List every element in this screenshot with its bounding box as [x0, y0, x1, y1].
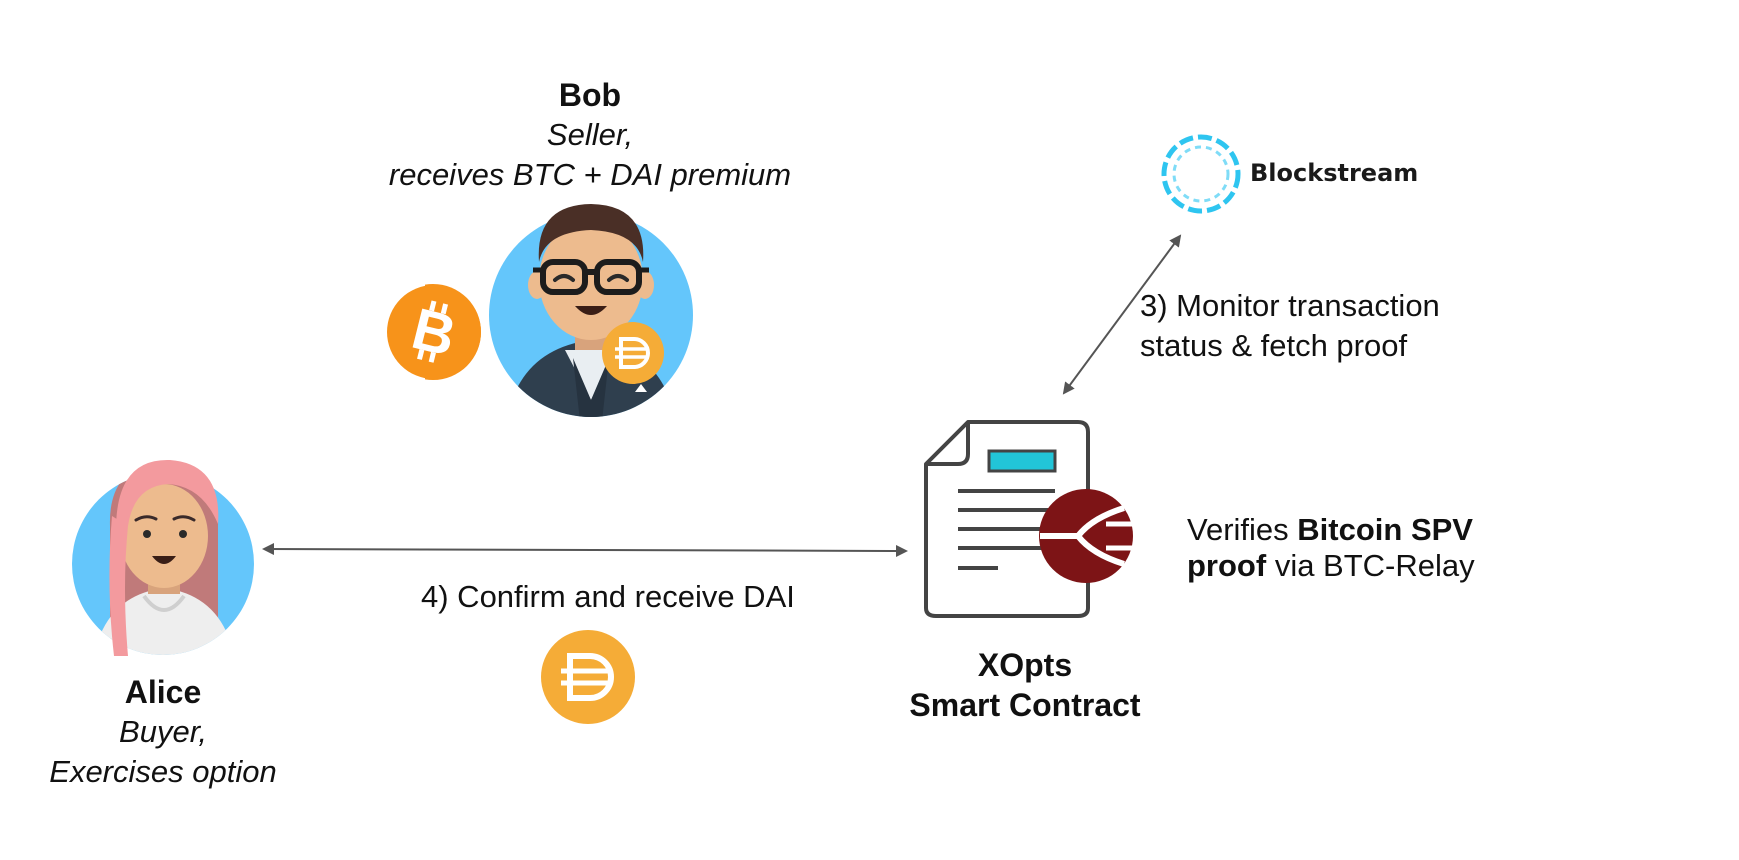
bob-role-line1: Seller, — [546, 117, 634, 152]
xopts-logo-icon — [1039, 489, 1134, 583]
bitcoin-icon: B — [387, 285, 481, 379]
dai-icon — [541, 630, 635, 724]
step-monitor-line1: 3) Monitor transaction — [1140, 288, 1440, 323]
bob-name: Bob — [558, 77, 622, 113]
contract-label: XOpts Smart Contract — [894, 645, 1156, 725]
blockstream-label: Blockstream — [1250, 159, 1419, 187]
step-confirm-label: 4) Confirm and receive DAI — [421, 579, 795, 614]
monitor-arrow — [1062, 234, 1182, 395]
alice-role-line1: Buyer, — [119, 714, 207, 749]
contract-title-line2: Smart Contract — [909, 687, 1141, 723]
alice-label: Alice Buyer, Exercises option — [13, 672, 313, 792]
confirm-arrow — [262, 543, 908, 557]
verify-label: Verifies Bitcoin SPV proof via BTC-Relay — [1187, 512, 1475, 584]
smart-contract-document-icon — [924, 420, 1134, 618]
alice-avatar — [72, 459, 254, 656]
contract-title-line1: XOpts — [977, 647, 1073, 683]
verify-suffix: via BTC-Relay — [1266, 548, 1475, 583]
alice-role-line2: Exercises option — [49, 754, 277, 789]
blockstream-logo-icon — [1161, 134, 1241, 214]
verify-bold-1: Bitcoin SPV — [1297, 512, 1473, 547]
dai-icon — [602, 322, 664, 384]
bob-label: Bob Seller, receives BTC + DAI premium — [370, 75, 810, 195]
step-monitor-label: 3) Monitor transaction status & fetch pr… — [1140, 286, 1440, 366]
bob-role-line2: receives BTC + DAI premium — [388, 157, 792, 192]
step-monitor-line2: status & fetch proof — [1140, 328, 1408, 363]
verify-prefix: Verifies — [1187, 512, 1298, 547]
alice-name: Alice — [124, 674, 202, 710]
verify-bold-2: proof — [1187, 548, 1267, 583]
bob-avatar — [425, 204, 693, 417]
